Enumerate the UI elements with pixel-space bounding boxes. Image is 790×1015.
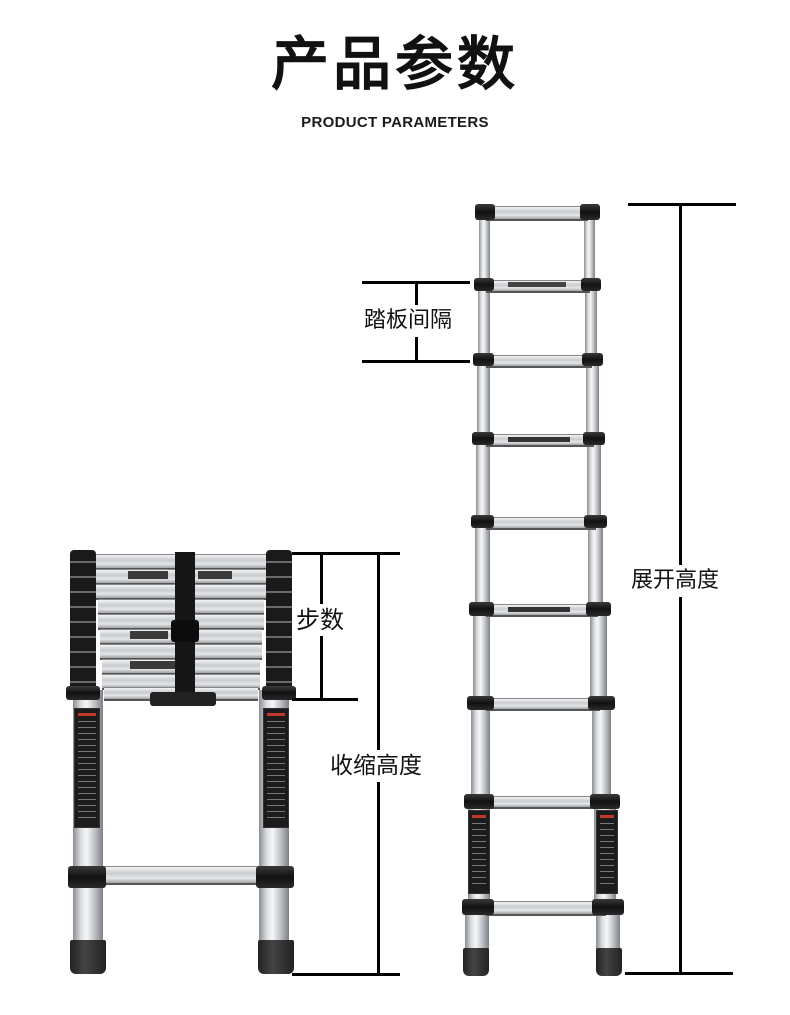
steps-label: 步数	[296, 604, 344, 636]
extended-height-top-line	[628, 203, 736, 206]
extended-height-label: 展开高度	[631, 565, 720, 597]
retracted-height-bottom-line	[292, 973, 400, 976]
rung-spacing-label: 踏板间隔	[364, 305, 453, 337]
page-title: 产品参数	[270, 30, 519, 98]
retracted-height-label: 收缩高度	[330, 750, 422, 782]
steps-bottom-line	[292, 698, 358, 701]
extended-height-bottom-line	[625, 972, 733, 975]
page-subtitle: PRODUCT PARAMETERS	[301, 114, 489, 131]
steps-top-line	[292, 552, 400, 555]
